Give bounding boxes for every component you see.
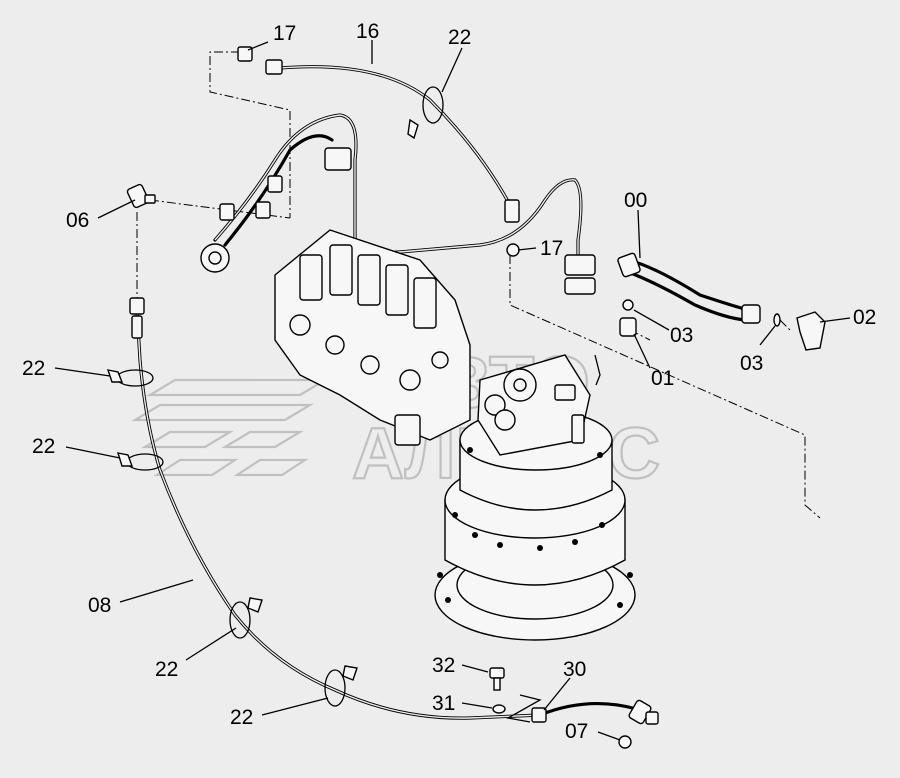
callout-03-right: 03 (740, 352, 763, 375)
leader-lines (54, 40, 851, 741)
callout-00: 00 (624, 189, 647, 212)
callout-22-top: 22 (448, 26, 471, 49)
callout-22-a: 22 (22, 357, 45, 380)
elbow-02 (796, 311, 826, 351)
callout-03-left: 03 (670, 324, 693, 347)
hose-00 (617, 252, 826, 351)
cable-ties (106, 86, 444, 707)
callout-08: 08 (88, 594, 111, 617)
fitting-17-mid (506, 243, 520, 257)
callout-02: 02 (853, 306, 876, 329)
callout-16: 16 (356, 20, 379, 43)
callout-32: 32 (432, 654, 455, 677)
control-valve-block (274, 229, 520, 446)
callout-22-b: 22 (32, 435, 55, 458)
o-ring-03-left (622, 299, 634, 311)
swing-motor (434, 354, 636, 641)
callout-17-mid: 17 (540, 237, 563, 260)
o-ring-03-right (773, 313, 781, 327)
callout-06: 06 (66, 209, 89, 232)
callout-07: 07 (565, 720, 588, 743)
washer-31 (492, 704, 506, 714)
fitting-16-end (504, 199, 520, 223)
bolt-32 (489, 667, 505, 691)
callout-17-top: 17 (273, 22, 296, 45)
pipe-clamp-right (564, 254, 596, 276)
break-line (506, 694, 542, 723)
callout-01: 01 (651, 367, 674, 390)
callout-22-d: 22 (230, 706, 253, 729)
callout-22-c: 22 (155, 658, 178, 681)
hose-30 (506, 694, 659, 749)
hose-08 (129, 297, 542, 720)
gear-bolts (437, 447, 633, 608)
adapter-01 (619, 317, 637, 337)
fitting-06 (126, 183, 156, 209)
callout-31: 31 (432, 692, 455, 715)
fitting-17-top (265, 59, 283, 75)
upper-hose-16 (237, 46, 520, 223)
callout-30: 30 (563, 658, 586, 681)
fitting-07 (618, 735, 632, 749)
sensor-lead (594, 354, 601, 386)
watermark-stripes-icon (131, 378, 329, 477)
callout-labels: 17 16 22 06 17 00 02 03 03 01 22 22 08 2… (22, 20, 876, 743)
